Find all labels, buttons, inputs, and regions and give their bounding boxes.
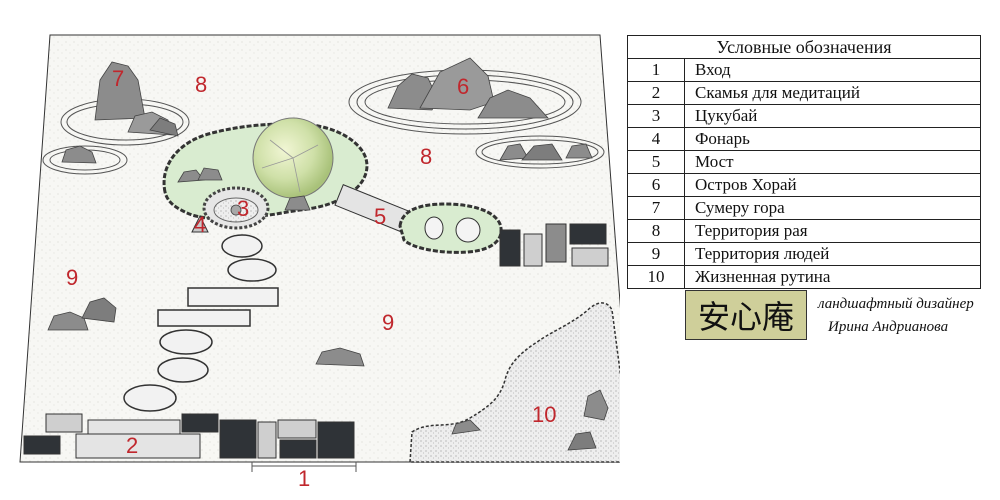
label-sumeru: 7 <box>112 66 124 91</box>
legend-row: 6 Остров Хорай <box>628 174 980 197</box>
legend-number: 9 <box>628 243 685 265</box>
legend-row: 8 Территория рая <box>628 220 980 243</box>
stepping-stones <box>123 234 279 412</box>
legend-number: 1 <box>628 59 685 81</box>
sumeru-rocks <box>61 61 179 164</box>
bench-and-entrance-blocks <box>23 413 355 459</box>
designer-name: Ирина Андрианова <box>828 319 949 335</box>
label-people-a: 9 <box>66 265 78 290</box>
tree-branches <box>261 139 319 193</box>
label-tsukubai: 3 <box>237 196 249 221</box>
label-lantern: 4 <box>194 212 206 237</box>
legend-label: Территория людей <box>695 244 830 263</box>
garden-ground <box>19 34 620 463</box>
legend-row: 5 Мост <box>628 151 980 174</box>
legend-label: Вход <box>695 60 731 79</box>
garden-plan: 1 2 3 4 5 6 7 8 8 9 9 10 <box>19 34 620 491</box>
legend-label: Скамья для медитаций <box>695 83 860 102</box>
legend-table: Условные обозначения 1 Вход 2 Скамья для м… <box>627 35 981 289</box>
legend-row: 7 Сумеру гора <box>628 197 980 220</box>
legend-label: Жизненная рутина <box>695 267 831 286</box>
legend-row: 4 Фонарь <box>628 128 980 151</box>
legend-label: Территория рая <box>695 221 808 240</box>
legend-title: Условные обозначения <box>628 36 980 59</box>
label-entrance: 1 <box>298 466 310 491</box>
legend-row: 9 Территория людей <box>628 243 980 266</box>
entrance-bracket <box>251 462 357 472</box>
legend-row: 3 Цукубай <box>628 105 980 128</box>
legend-number: 4 <box>628 128 685 150</box>
label-horai: 6 <box>457 74 469 99</box>
legend-row: 1 Вход <box>628 59 980 82</box>
legend-number: 10 <box>628 266 685 288</box>
tsukubai-stone <box>230 204 242 216</box>
right-blocks <box>499 223 609 267</box>
brand-logo: 安心庵 <box>685 290 807 340</box>
legend-number: 5 <box>628 151 685 173</box>
legend-label: Цукубай <box>695 106 758 125</box>
legend-label: Сумеру гора <box>695 198 785 217</box>
label-bridge: 5 <box>374 204 386 229</box>
legend-row: 2 Скамья для медитаций <box>628 82 980 105</box>
legend-number: 2 <box>628 82 685 104</box>
legend-number: 3 <box>628 105 685 127</box>
label-bench: 2 <box>126 433 138 458</box>
designer-title: ландшафтный дизайнер <box>818 296 974 312</box>
legend-number: 7 <box>628 197 685 219</box>
label-people-b: 9 <box>382 310 394 335</box>
legend-number: 6 <box>628 174 685 196</box>
island-rocks <box>177 167 311 211</box>
label-paradise-b: 8 <box>420 144 432 169</box>
legend-row: 10 Жизненная рутина <box>628 266 980 288</box>
legend-label: Остров Хорай <box>695 175 797 194</box>
small-island-rocks <box>424 216 481 243</box>
small-island <box>398 202 503 254</box>
lantern <box>191 214 209 233</box>
label-routine: 10 <box>532 402 556 427</box>
legend-number: 8 <box>628 220 685 242</box>
horai-rocks <box>387 57 593 161</box>
legend-label: Мост <box>695 152 734 171</box>
label-paradise-a: 8 <box>195 72 207 97</box>
legend-label: Фонарь <box>695 129 750 148</box>
people-zone-rocks <box>47 297 609 451</box>
